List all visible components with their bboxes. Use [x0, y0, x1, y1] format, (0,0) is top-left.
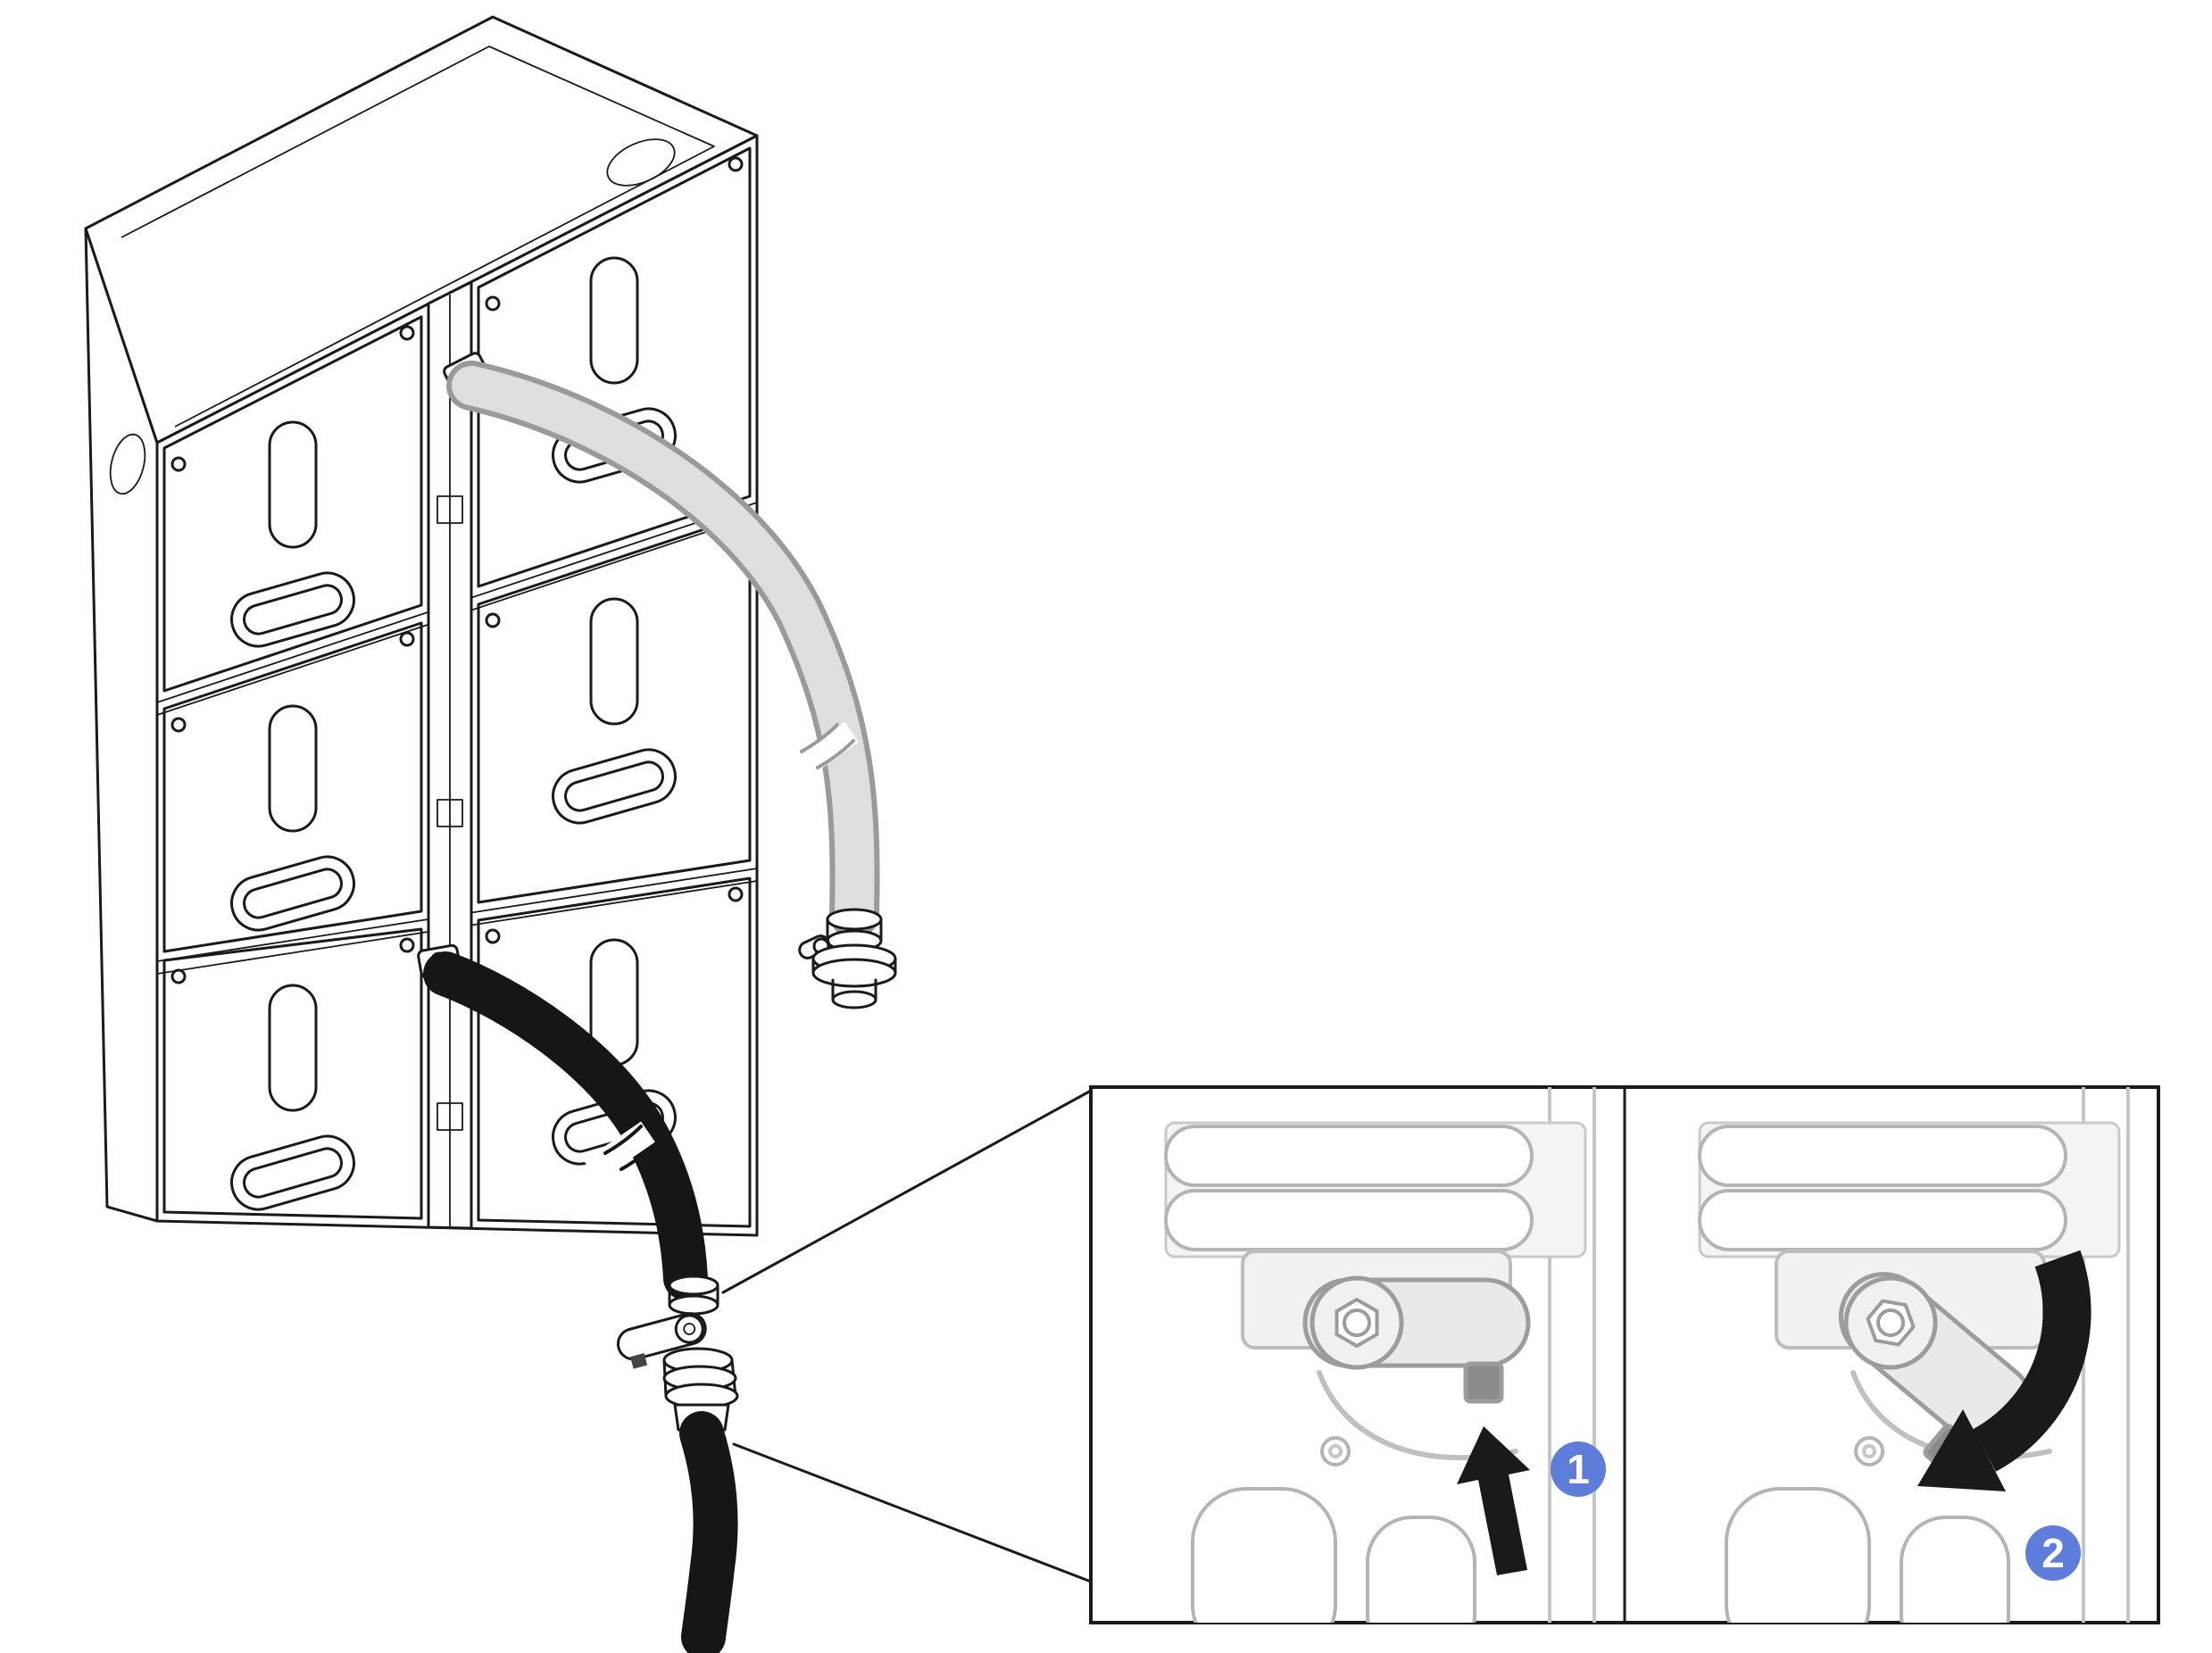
gray-hose: [446, 361, 897, 1009]
hose-break-mark: [584, 1121, 659, 1182]
bail-screw: [1320, 1436, 1351, 1466]
lower-hose-tube: [1191, 1487, 1337, 1623]
step-number: 1: [1567, 1446, 1590, 1492]
hose-ridge: [1698, 1189, 2067, 1251]
latch-release-tab: [1463, 1361, 1504, 1404]
latch-lever-closed: [1302, 1275, 1531, 1404]
step-1-badge: 1: [1551, 1441, 1606, 1497]
black-hose: [423, 951, 739, 1653]
hose-ridge: [1698, 1125, 2067, 1187]
callout-wedge-line: [721, 1089, 1093, 1294]
valve-latch-lever: [616, 1312, 707, 1369]
lower-hose-tube: [1900, 1516, 2010, 1623]
rotate-clockwise-arrow-icon: [1917, 1250, 2091, 1491]
bail-screw-center: [1328, 1444, 1343, 1458]
press-up-arrow-icon: [1457, 1426, 1530, 1575]
side-vent-hole: [109, 433, 146, 495]
bail-screw: [1854, 1436, 1884, 1466]
server-chassis: [84, 15, 759, 1237]
hose-ridge: [1164, 1189, 1534, 1251]
callout-wedge-line: [732, 1442, 1093, 1583]
hose-ridge: [1164, 1125, 1534, 1187]
lower-hose-tube: [1725, 1487, 1871, 1623]
step-2-badge: 2: [2025, 1525, 2081, 1581]
gray-hose-coupling: [798, 908, 897, 1009]
callout-wedge: [721, 1089, 1093, 1583]
hose-break-mark: [788, 721, 860, 782]
step-number: 2: [2042, 1530, 2065, 1576]
chassis-top-seam: [121, 46, 715, 428]
lower-hose-tube: [1366, 1516, 1476, 1623]
callout-box: 1: [1089, 1085, 2160, 1624]
inline-valve: [616, 1275, 739, 1432]
bail-screw-center: [1862, 1444, 1876, 1458]
step-1-panel: 1: [1164, 1087, 1606, 1623]
step-2-panel: 2: [1698, 1087, 2130, 1623]
top-vent-hole: [606, 138, 676, 187]
manifold-rail: [427, 280, 473, 1230]
